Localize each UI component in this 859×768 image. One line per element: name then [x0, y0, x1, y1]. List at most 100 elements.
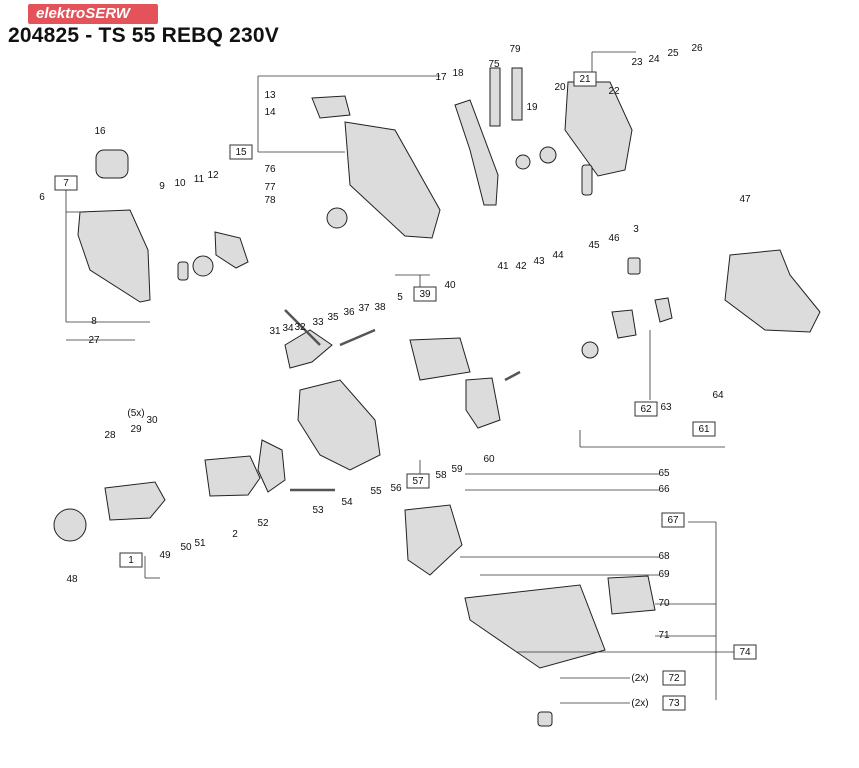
part-shape-15 [284, 329, 333, 369]
part-shape-8 [489, 67, 501, 127]
part-label-17: 17 [435, 72, 447, 83]
part-label-77: 77 [264, 182, 276, 193]
part-label-71: 71 [658, 630, 670, 641]
quantity-note-q29: (5x) [127, 408, 144, 419]
part-label-3: 3 [633, 224, 639, 235]
part-label-50: 50 [180, 542, 192, 553]
part-label-37: 37 [358, 303, 370, 314]
part-label-78: 78 [264, 195, 276, 206]
part-label-15: 15 [235, 147, 247, 158]
part-rod-1 [339, 328, 376, 347]
part-shape-23 [404, 504, 463, 576]
brand-logo-text: elektroSERW [36, 5, 130, 22]
part-label-23: 23 [631, 57, 643, 68]
part-label-61: 61 [698, 424, 710, 435]
part-label-62: 62 [640, 404, 652, 415]
part-shape-6 [311, 95, 351, 119]
part-label-box-72 [662, 670, 686, 686]
page-title: 204825 - TS 55 REBQ 230V [8, 24, 279, 47]
part-shape-2 [177, 261, 189, 281]
part-label-35: 35 [327, 312, 339, 323]
part-label-38: 38 [374, 302, 386, 313]
part-label-42: 42 [515, 261, 527, 272]
part-label-box-61 [692, 421, 716, 437]
part-shape-13 [515, 154, 531, 170]
part-label-32: 32 [294, 322, 306, 333]
part-label-68: 68 [658, 551, 670, 562]
part-label-60: 60 [483, 454, 495, 465]
part-label-10: 10 [174, 178, 186, 189]
part-label-2: 2 [232, 529, 238, 540]
part-shape-12 [539, 146, 557, 164]
part-label-13: 13 [264, 90, 276, 101]
part-label-43: 43 [533, 256, 545, 267]
part-label-54: 54 [341, 497, 353, 508]
part-label-5: 5 [397, 292, 403, 303]
part-label-11: 11 [194, 174, 205, 185]
part-label-30: 30 [146, 415, 158, 426]
part-label-49: 49 [159, 550, 171, 561]
part-label-26: 26 [691, 43, 703, 54]
part-label-34: 34 [282, 323, 294, 334]
part-label-box-7 [54, 175, 78, 191]
part-label-1: 1 [128, 555, 134, 566]
part-label-21: 21 [579, 74, 591, 85]
part-label-41: 41 [497, 261, 509, 272]
part-rod-0 [284, 309, 321, 346]
part-label-12: 12 [207, 170, 219, 181]
part-label-16: 16 [94, 126, 106, 137]
part-label-36: 36 [343, 307, 355, 318]
part-label-29: 29 [130, 424, 142, 435]
part-label-box-73 [662, 695, 686, 711]
part-shape-20 [53, 508, 87, 542]
part-shape-19 [104, 481, 166, 521]
part-label-40: 40 [444, 280, 456, 291]
part-label-box-57 [406, 473, 430, 489]
part-label-box-74 [733, 644, 757, 660]
part-label-14: 14 [264, 107, 276, 118]
part-shape-27 [627, 257, 641, 275]
part-label-56: 56 [390, 483, 402, 494]
part-label-19: 19 [526, 102, 538, 113]
part-label-20: 20 [554, 82, 566, 93]
part-shape-1 [95, 149, 129, 179]
part-shape-22 [465, 377, 501, 429]
part-label-58: 58 [435, 470, 447, 481]
part-label-52: 52 [257, 518, 269, 529]
part-rod-3 [504, 370, 521, 382]
part-label-6: 6 [39, 192, 45, 203]
part-label-box-1 [119, 552, 143, 568]
part-label-47: 47 [739, 194, 751, 205]
part-shape-9 [511, 67, 523, 121]
part-shape-31 [326, 207, 348, 229]
part-label-70: 70 [658, 598, 670, 609]
part-shape-25 [607, 575, 656, 615]
part-label-69: 69 [658, 569, 670, 580]
part-label-7: 7 [63, 178, 69, 189]
brand-logo: elektroSERW [28, 4, 158, 24]
part-label-18: 18 [452, 68, 464, 79]
part-shape-17 [204, 455, 261, 497]
part-label-72: 72 [668, 673, 680, 684]
part-shape-16 [297, 379, 381, 471]
part-label-box-21 [573, 71, 597, 87]
part-label-67: 67 [667, 515, 679, 526]
part-label-8: 8 [91, 316, 97, 327]
part-shape-28 [654, 297, 673, 323]
part-shape-24 [464, 584, 606, 669]
part-shape-5 [344, 121, 441, 239]
part-label-31: 31 [269, 326, 281, 337]
quantity-note-q73: (2x) [631, 698, 648, 709]
part-label-63: 63 [660, 402, 672, 413]
part-shape-11 [581, 164, 593, 196]
part-shape-18 [257, 439, 286, 493]
part-label-box-39 [413, 286, 437, 302]
part-label-76: 76 [264, 164, 276, 175]
part-label-64: 64 [712, 390, 724, 401]
part-label-box-67 [661, 512, 685, 528]
part-label-73: 73 [668, 698, 680, 709]
part-label-25: 25 [667, 48, 679, 59]
part-shape-10 [564, 81, 633, 177]
